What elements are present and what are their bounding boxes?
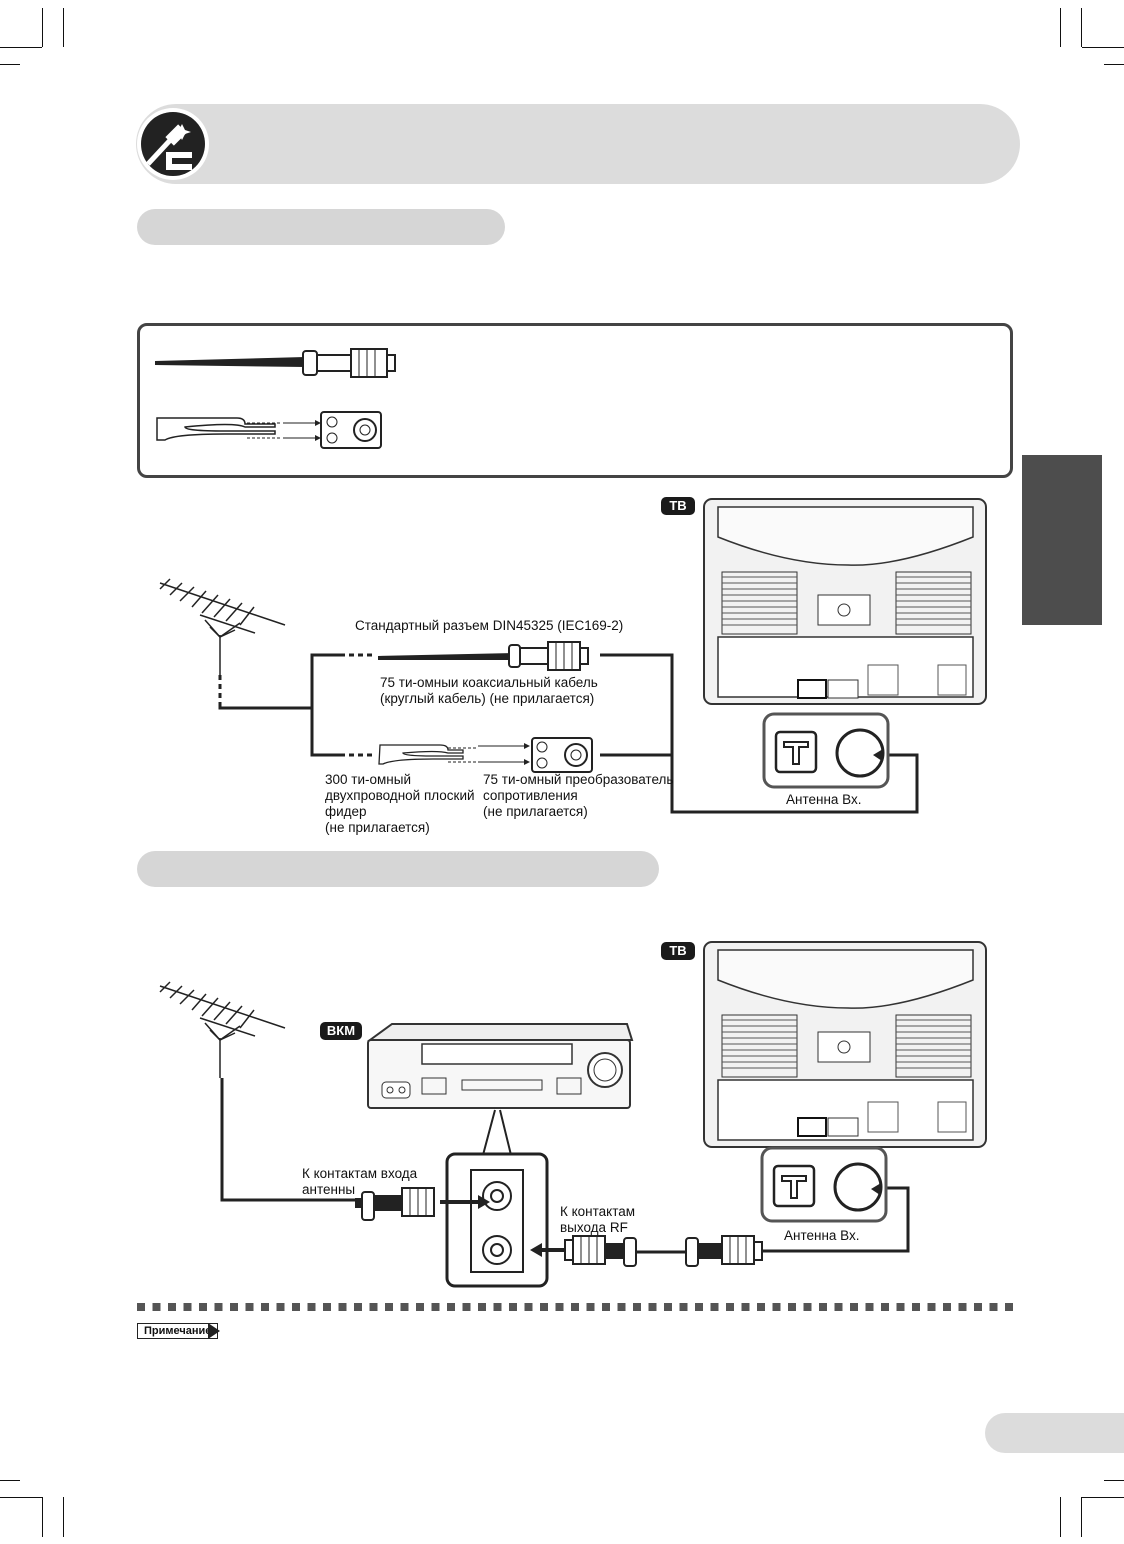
crop-mark [1104, 1480, 1124, 1481]
tv-rear-panel-1 [703, 498, 987, 705]
chapter-tab [1022, 455, 1102, 625]
crop-mark [1060, 8, 1061, 47]
tv-badge-2: ТВ [661, 942, 695, 960]
tv-rear-panel-2 [703, 941, 987, 1148]
din-connector-label: Стандартный разъем DIN45325 (IEC169-2) [355, 618, 624, 633]
crop-mark [1104, 64, 1124, 65]
antenna-input-label: К контактам входа антенны [302, 1166, 418, 1197]
crop-mark [0, 64, 20, 65]
note-arrow-icon [208, 1323, 220, 1339]
antenna-in-label-1: Антенна Вх. [786, 792, 862, 807]
note-badge-label: Примечание [144, 1325, 212, 1337]
connector-icon [137, 108, 209, 180]
antenna-input-closeup-2 [760, 1146, 888, 1223]
coax-cable-icon [155, 348, 396, 378]
crop-mark [63, 8, 64, 47]
converter-label: 75 ти-омный преобразователь сопротивлени… [483, 772, 674, 819]
crop-mark [63, 1497, 64, 1537]
section-band-vcr [137, 851, 659, 887]
title-band [136, 104, 1020, 184]
crop-mark [1081, 8, 1082, 47]
coax-cable-label: 75 ти-омныи коаксиальный кабель (круглый… [380, 675, 598, 706]
crop-mark [1081, 1497, 1082, 1537]
antenna-icon-2 [159, 981, 286, 1078]
crop-mark [1082, 1497, 1124, 1498]
dotted-separator [137, 1303, 1017, 1311]
crop-mark [0, 1497, 42, 1498]
crop-mark [1060, 1497, 1061, 1537]
cable-legend-panel [137, 323, 1013, 478]
flat-feeder-label: 300 ти-омный двухпроводной плоский фидер… [325, 772, 475, 835]
vcr-badge: ВКМ [320, 1022, 362, 1040]
vcr-illustration [366, 1023, 634, 1109]
note-badge: Примечание [137, 1323, 219, 1339]
antenna-in-label-2: Антенна Вх. [784, 1228, 860, 1243]
antenna-icon [159, 578, 286, 705]
page-number-pill [985, 1413, 1124, 1453]
crop-mark [42, 1497, 43, 1537]
tv-badge: ТВ [661, 497, 695, 515]
crop-mark [42, 8, 43, 47]
section-band-antenna [137, 209, 505, 245]
crop-mark [0, 47, 42, 48]
crop-mark [0, 1480, 20, 1481]
vcr-rear-closeup [445, 1109, 549, 1288]
rf-output-label: К контактам выхода RF [560, 1204, 636, 1235]
flat-feeder-icon [156, 411, 382, 449]
antenna-input-closeup-1 [762, 712, 890, 789]
crop-mark [1082, 47, 1124, 48]
